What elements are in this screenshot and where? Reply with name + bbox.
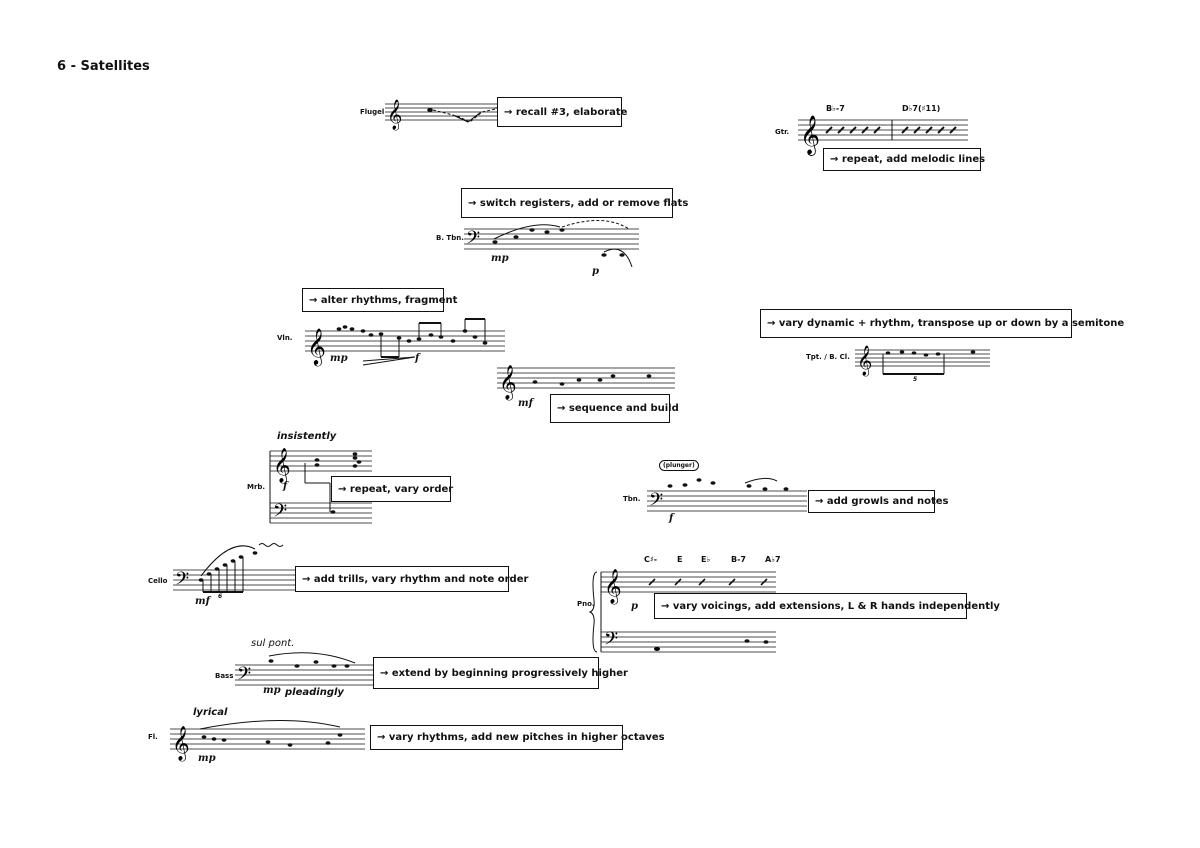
piano-chord-4: B-7 <box>731 555 746 564</box>
cello-fragment: Cello 𝄢 6 mf → add trills, vary rhythm a… <box>148 540 528 610</box>
bass-expression-top: sul pont. <box>251 638 295 649</box>
piano-chord-2: E <box>677 555 683 564</box>
svg-text:𝄞: 𝄞 <box>387 99 402 131</box>
bass-instruction: → extend by beginning progressively high… <box>373 657 628 689</box>
violin-continuation-staff: 𝄞 <box>497 365 675 401</box>
violin-instruction: → alter rhythms, fragment <box>302 288 457 312</box>
trombone-staff: 𝄢 <box>647 477 807 515</box>
marimba-dynamic-f: f <box>283 481 288 492</box>
flugel-fragment: Flugel 𝄞 → recall #3, elaborate <box>360 95 627 135</box>
bass-trombone-label: B. Tbn. <box>436 234 464 242</box>
trombone-dynamic-f: f <box>669 513 674 524</box>
piano-instruction: → vary voicings, add extensions, L & R h… <box>654 593 1000 619</box>
svg-text:𝄞: 𝄞 <box>499 365 517 401</box>
svg-text:𝄞: 𝄞 <box>857 345 872 377</box>
trumpet-bass-clarinet-label: Tpt. / B. Cl. <box>806 353 850 361</box>
piano-dynamic-p: p <box>631 601 638 612</box>
svg-text:𝄢: 𝄢 <box>237 664 251 689</box>
flugel-label: Flugel <box>360 108 385 116</box>
page-title: 6 - Satellites <box>57 59 150 74</box>
marimba-grand-staff: 𝄞 𝄢 <box>269 448 372 526</box>
svg-text:𝄞: 𝄞 <box>307 327 326 366</box>
violin-fragment: → alter rhythms, fragment Vln. 𝄞 mp f <box>275 287 515 367</box>
marimba-fragment: insistently Mrb. 𝄞 𝄢 f → repeat, vary or… <box>245 430 455 530</box>
trumpet-bass-clarinet-tuplet: 5 <box>913 376 918 383</box>
bass-trombone-dynamic-mp: mp <box>491 253 509 264</box>
piano-chord-3: E♭ <box>701 555 711 564</box>
guitar-fragment: Gtr. B♭-7 D♭7(♯11) 𝄞 → repeat, add melod… <box>770 100 985 175</box>
bass-trombone-instruction: → switch registers, add or remove flats <box>461 188 688 218</box>
violin-dynamic-mp: mp <box>330 353 348 364</box>
piano-grand-staff: 𝄞 𝄢 <box>588 569 776 654</box>
bass-expression-bottom: pleadingly <box>285 687 344 698</box>
trumpet-bass-clarinet-fragment: → vary dynamic + rhythm, transpose up or… <box>760 308 1124 388</box>
cello-tuplet: 6 <box>218 593 223 600</box>
svg-text:𝄢: 𝄢 <box>604 629 618 654</box>
flugel-staff: 𝄞 <box>385 99 520 131</box>
bass-label: Bass <box>215 672 234 680</box>
violin-continuation-instruction: → sequence and build <box>550 394 679 423</box>
bass-trombone-fragment: → switch registers, add or remove flats … <box>434 187 688 282</box>
violin-label: Vln. <box>277 334 293 342</box>
flute-staff: 𝄞 <box>170 720 365 762</box>
flugel-instruction: → recall #3, elaborate <box>497 97 627 127</box>
svg-text:𝄞: 𝄞 <box>172 726 190 762</box>
piano-chord-5: A♭7 <box>765 555 781 564</box>
violin-continuation-dynamic-mf: mf <box>518 398 533 409</box>
cello-instruction: → add trills, vary rhythm and note order <box>295 566 528 592</box>
guitar-staff: 𝄞 <box>798 115 968 156</box>
trumpet-bass-clarinet-instruction: → vary dynamic + rhythm, transpose up or… <box>760 309 1124 338</box>
trombone-fragment: (plunger) Tbn. 𝄢 f → add growls and note… <box>623 457 948 532</box>
svg-text:𝄢: 𝄢 <box>649 490 663 515</box>
flute-instruction: → vary rhythms, add new pitches in highe… <box>370 725 665 750</box>
flute-label: Fl. <box>148 733 158 741</box>
flute-dynamic-mp: mp <box>198 753 216 764</box>
trombone-mute: (plunger) <box>659 460 699 471</box>
trumpet-bass-clarinet-staff: 𝄞 <box>855 345 990 377</box>
trombone-instruction: → add growls and notes <box>808 490 948 513</box>
flute-fragment: lyrical Fl. 𝄞 mp → vary rhythms, add new… <box>148 707 665 772</box>
marimba-instruction: → repeat, vary order <box>331 476 453 502</box>
marimba-expression: insistently <box>277 431 337 442</box>
guitar-chord-2: D♭7(♯11) <box>902 104 941 113</box>
svg-text:𝄢: 𝄢 <box>273 501 287 526</box>
bass-dynamic-mp: mp <box>263 685 281 696</box>
svg-text:𝄞: 𝄞 <box>800 115 820 156</box>
cello-dynamic-mf: mf <box>195 596 210 607</box>
guitar-instruction: → repeat, add melodic lines <box>823 148 985 171</box>
svg-text:𝄞: 𝄞 <box>604 569 622 605</box>
violin-dynamic-f: f <box>415 353 420 364</box>
guitar-label: Gtr. <box>775 128 790 136</box>
bass-trombone-dynamic-p: p <box>592 266 599 277</box>
violin-continuation-fragment: 𝄞 mf → sequence and build <box>497 360 682 430</box>
bass-staff: 𝄢 <box>235 652 387 689</box>
violin-staff: 𝄞 <box>305 318 505 366</box>
svg-text:𝄞: 𝄞 <box>273 448 291 484</box>
cello-label: Cello <box>148 577 168 585</box>
bass-trombone-staff: 𝄢 <box>464 219 639 268</box>
piano-chord-1: C♯- <box>644 555 658 564</box>
marimba-label: Mrb. <box>247 483 266 491</box>
bass-fragment: sul pont. Bass 𝄢 mp pleadingly → extend … <box>213 637 628 707</box>
guitar-chord-1: B♭-7 <box>826 104 845 113</box>
cello-staff: 𝄢 <box>173 543 313 594</box>
piano-fragment: C♯- E E♭ B-7 A♭7 Pno. 𝄞 𝄢 p → vary voici… <box>575 550 1000 660</box>
svg-text:𝄢: 𝄢 <box>175 569 189 594</box>
trombone-label: Tbn. <box>623 495 641 503</box>
svg-text:𝄢: 𝄢 <box>466 228 480 253</box>
piano-label: Pno. <box>577 600 595 608</box>
flute-expression: lyrical <box>193 707 228 718</box>
